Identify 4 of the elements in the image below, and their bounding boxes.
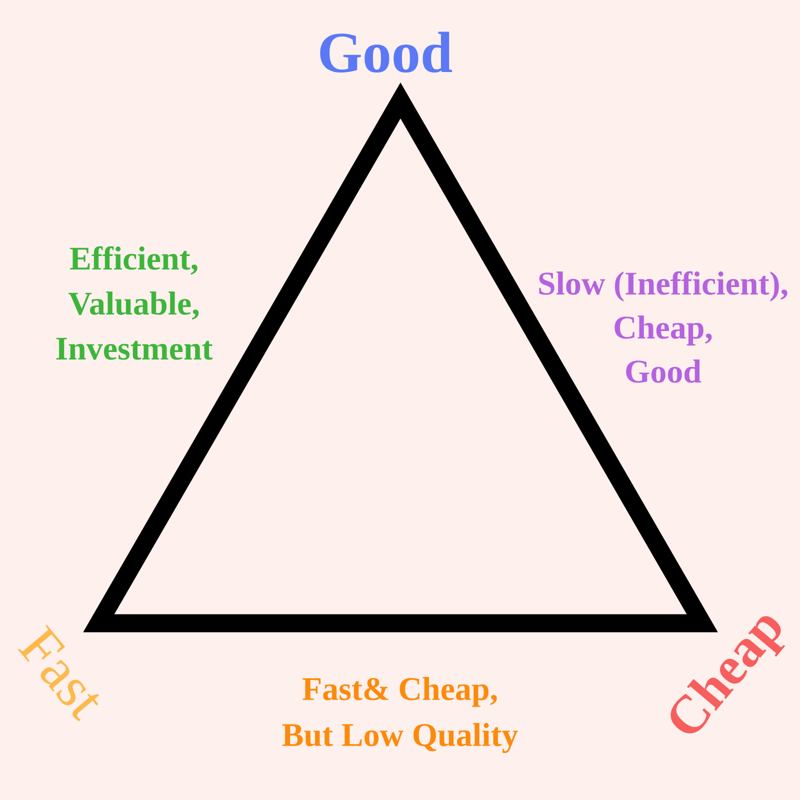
side-label: Slow (Inefficient), Cheap, Good [539, 271, 788, 383]
side-label: Fast& Cheap, But Low Quality [282, 677, 518, 753]
vertex-label: Fast [18, 624, 100, 722]
side-label: Efficient, Valuable, Investment [56, 246, 213, 360]
